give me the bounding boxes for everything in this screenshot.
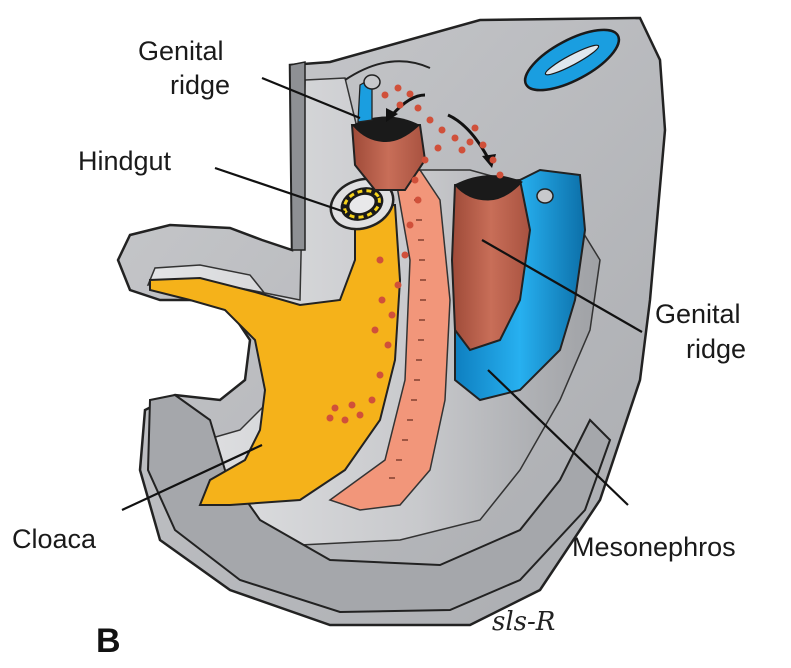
label-genital-ridge-top-2: ridge	[170, 70, 230, 100]
label-genital-ridge-right-2: ridge	[686, 334, 746, 364]
panel-letter: B	[96, 622, 121, 660]
label-mesonephros: Mesonephros	[572, 532, 736, 562]
mesonephric-duct-lower	[537, 189, 553, 203]
label-cloaca: Cloaca	[12, 524, 97, 554]
label-genital-ridge-right-1: Genital	[655, 299, 741, 329]
artist-signature: sls-R	[492, 607, 555, 637]
label-genital-ridge-top-1: Genital	[138, 36, 224, 66]
mesonephric-duct-upper	[364, 75, 380, 89]
label-hindgut: Hindgut	[78, 146, 172, 176]
